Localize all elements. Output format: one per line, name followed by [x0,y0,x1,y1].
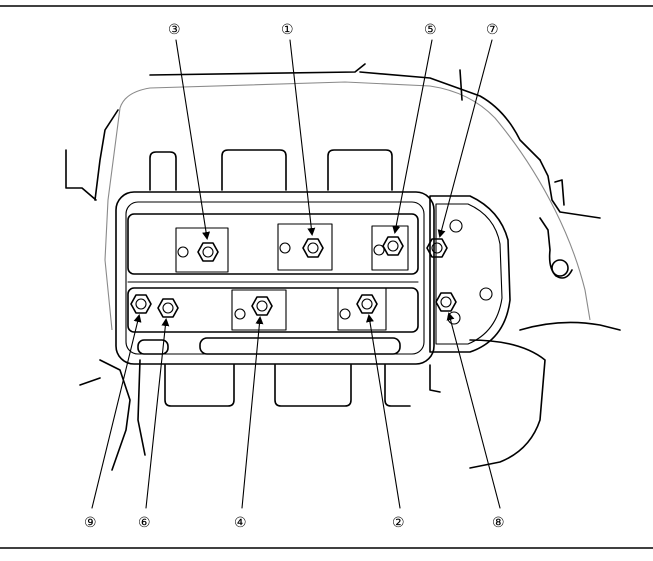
bolt-8 [435,292,457,312]
bolt-3 [197,242,219,262]
valve-cover-plate [115,191,511,365]
label-9: ⑨ [84,515,97,531]
engine-block-outline [65,63,621,471]
sequence-labels: ③ ① ⑤ ⑦ ⑨ ⑥ ④ ② ⑧ [84,22,505,531]
bolt-2 [356,294,378,314]
cylinder-skirts [149,149,441,407]
bolt-5 [382,236,404,256]
label-1: ① [281,22,294,38]
leader-lines [91,39,501,509]
bolt-group [130,236,457,318]
bolt-4 [251,296,273,316]
bolt-9 [130,294,152,314]
label-6: ⑥ [138,515,151,531]
label-5: ⑤ [424,22,437,38]
bolt-7 [426,238,448,258]
label-4: ④ [234,515,247,531]
bolt-6 [157,298,179,318]
bolt-1 [302,238,324,258]
label-2: ② [392,515,405,531]
label-3: ③ [168,22,181,38]
label-7: ⑦ [486,22,499,38]
label-8: ⑧ [492,515,505,531]
